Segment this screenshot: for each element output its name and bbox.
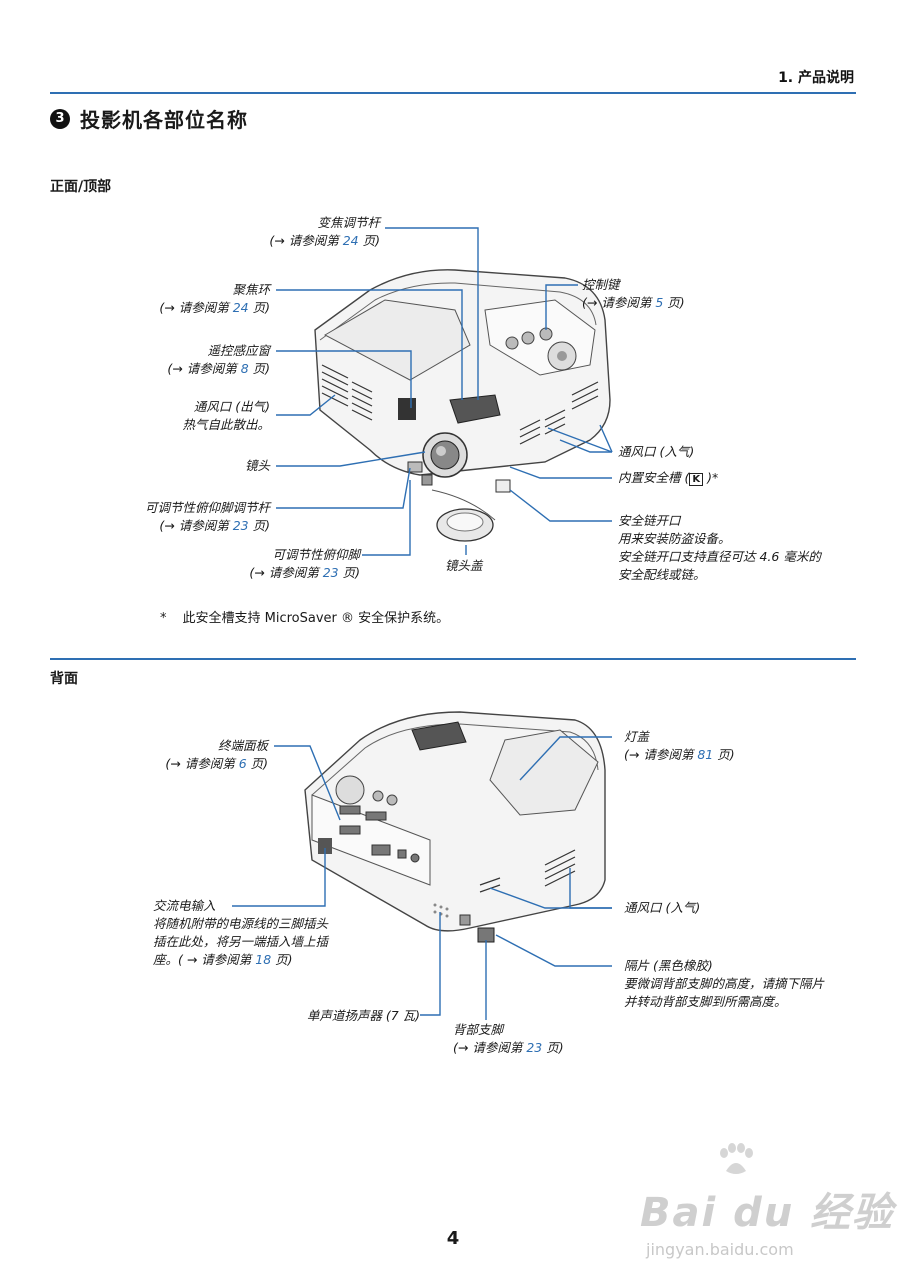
label-vent-out: 通风口 (出气) 热气自此散出。 [182,399,270,432]
back-rule [50,658,856,660]
label-lamp-cover: 灯盖 (→ 请参阅第 81 页) [624,729,735,762]
label-zoom-lever: 变焦调节杆 (→ 请参阅第 24 页) [269,215,380,248]
kensington-lock-icon: K [689,473,704,486]
security-note: *此安全槽支持 MicroSaver ® 安全保护系统。 [160,611,450,626]
front-heading: 正面/顶部 [50,179,112,195]
label-rear-foot: 背部支脚 (→ 请参阅第 23 页) [453,1022,564,1055]
label-lens: 镜头 [244,458,270,473]
label-focus-ring: 聚焦环 (→ 请参阅第 24 页) [159,282,270,315]
chapter-title: 1. 产品说明 [778,70,854,86]
section-number: 3 [50,108,70,129]
label-vent-in-front: 通风口 (入气) [618,444,695,459]
label-rubber-cap: 隔片 (黑色橡胶) 要微调背部支脚的高度，请摘下隔片 并转动背部支脚到所需高度。 [624,958,825,1009]
label-security-slot: 内置安全槽 (K )* [618,470,719,486]
label-speaker: 单声道扬声器 (7 瓦) [306,1008,420,1023]
label-lens-cap: 镜头盖 [445,558,483,573]
watermark: Bai du 经验 jingyan.baidu.com [640,1160,894,1259]
label-tilt-lever: 可调节性俯仰脚调节杆 (→ 请参阅第 23 页) [144,500,270,533]
label-tilt-foot: 可调节性俯仰脚 (→ 请参阅第 23 页) [249,547,360,580]
watermark-brand: Bai du 经验 [640,1190,895,1236]
label-controls: 控制键 (→ 请参阅第 5 页) [582,277,685,310]
section-title: 投影机各部位名称 [80,108,248,132]
label-vent-in-back: 通风口 (入气) [624,900,701,915]
label-remote-sensor: 遥控感应窗 (→ 请参阅第 8 页) [167,343,270,376]
back-heading: 背面 [50,671,78,687]
watermark-url: jingyan.baidu.com [646,1240,794,1259]
label-chain-opening: 安全链开口 用来安装防盗设备。 安全链开口支持直径可达 4.6 毫米的 安全配线… [618,513,821,582]
label-ac-input: 交流电输入 将随机附带的电源线的三脚插头 插在此处，将另一端插入墙上插 座。( … [153,898,329,967]
page-number: 4 [446,1228,460,1249]
label-terminal-panel: 终端面板 (→ 请参阅第 6 页) [165,738,268,771]
header-rule [50,92,856,94]
section-heading: 3 投影机各部位名称 [50,104,248,133]
baidu-paw-icon [720,1143,753,1174]
